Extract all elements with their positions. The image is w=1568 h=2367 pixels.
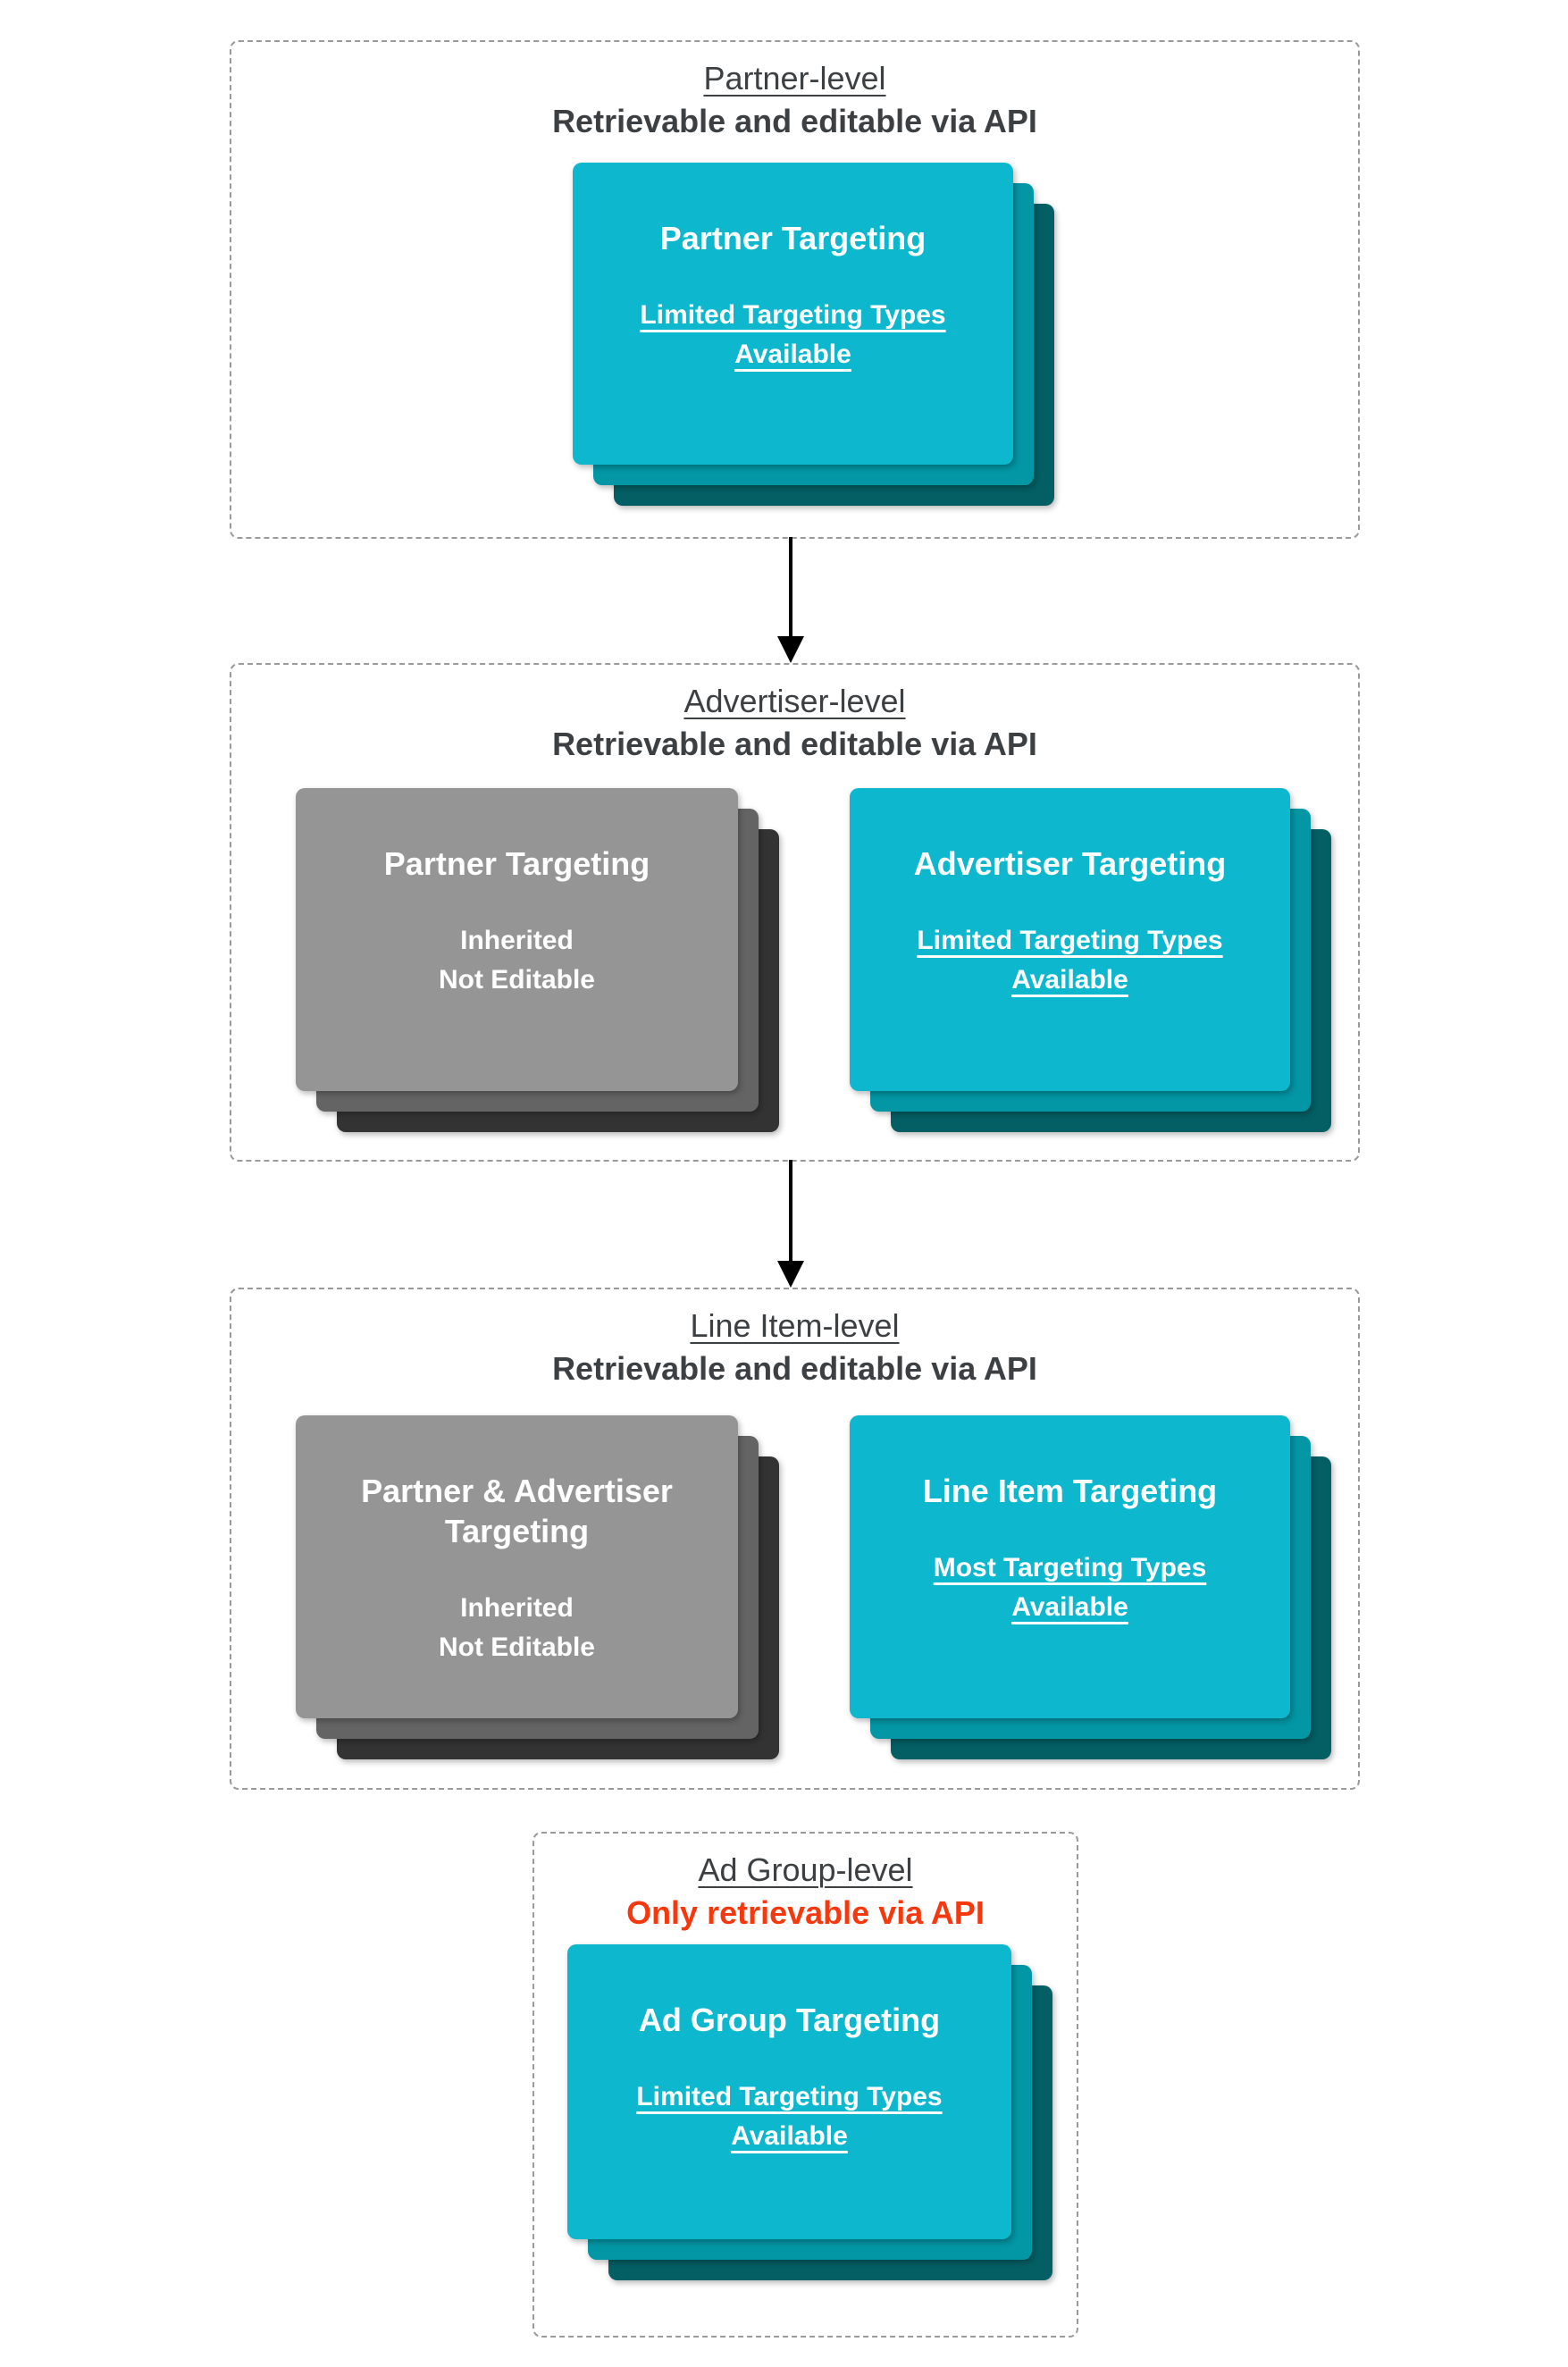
partner-targeting-card: Partner Targeting Limited Targeting Type… <box>573 163 1013 465</box>
card-title: Partner Targeting <box>383 845 650 882</box>
section-partner-level: Partner-level Retrievable and editable v… <box>230 40 1360 539</box>
inherited-partner-targeting-stack: Partner Targeting Inherited Not Editable <box>296 788 779 1132</box>
card-body-line: Inherited <box>460 926 574 955</box>
inherited-partner-advertiser-targeting-card: Partner & Advertiser Targeting Inherited… <box>296 1415 738 1718</box>
arrow-head-icon <box>777 1261 804 1288</box>
card-title: Partner Targeting <box>659 220 927 256</box>
card-title: Advertiser Targeting <box>913 845 1227 882</box>
card-body-line: Not Editable <box>438 964 595 995</box>
partner-targeting-stack: Partner Targeting Limited Targeting Type… <box>573 163 1054 506</box>
card-body: Limited Targeting Types Available <box>640 300 946 369</box>
card-title: Line Item Targeting <box>922 1473 1218 1509</box>
ad-group-targeting-stack: Ad Group Targeting Limited Targeting Typ… <box>567 1944 1052 2280</box>
flow-arrow-down-2 <box>777 1160 804 1288</box>
section-subtitle: Retrievable and editable via API <box>552 1350 1037 1387</box>
section-line-item-level: Line Item-level Retrievable and editable… <box>230 1288 1360 1790</box>
section-title: Partner-level <box>703 60 886 97</box>
advertiser-targeting-card: Advertiser Targeting Limited Targeting T… <box>850 788 1290 1091</box>
inherited-partner-advertiser-targeting-stack: Partner & Advertiser Targeting Inherited… <box>296 1415 779 1759</box>
section-subtitle: Only retrievable via API <box>626 1894 985 1931</box>
section-subtitle: Retrievable and editable via API <box>552 726 1037 762</box>
card-body: Most Targeting Types Available <box>933 1553 1207 1622</box>
line-item-targeting-card: Line Item Targeting Most Targeting Types… <box>850 1415 1290 1718</box>
section-ad-group-level: Ad Group-level Only retrievable via API … <box>532 1832 1078 2338</box>
ad-group-targeting-card: Ad Group Targeting Limited Targeting Typ… <box>567 1944 1011 2239</box>
section-title: Ad Group-level <box>698 1851 913 1888</box>
card-body-line: Not Editable <box>438 1632 595 1662</box>
card-title: Partner & Advertiser Targeting <box>361 1473 673 1549</box>
card-body: Limited Targeting Types Available <box>917 926 1223 995</box>
section-subtitle: Retrievable and editable via API <box>552 103 1037 139</box>
card-title: Ad Group Targeting <box>638 2002 941 2038</box>
line-item-targeting-stack: Line Item Targeting Most Targeting Types… <box>850 1415 1331 1759</box>
card-body: Limited Targeting Types Available <box>636 2082 943 2151</box>
card-body: Inherited Not Editable <box>439 1589 595 1666</box>
arrow-shaft <box>789 537 792 640</box>
arrow-shaft <box>789 1160 792 1264</box>
section-advertiser-level: Advertiser-level Retrievable and editabl… <box>230 663 1360 1162</box>
flow-arrow-down-1 <box>777 537 804 663</box>
section-title: Line Item-level <box>690 1307 900 1344</box>
card-body-line: Inherited <box>460 1593 574 1623</box>
arrow-head-icon <box>777 636 804 663</box>
card-body: Inherited Not Editable <box>439 921 595 999</box>
inherited-partner-targeting-card: Partner Targeting Inherited Not Editable <box>296 788 738 1091</box>
section-title: Advertiser-level <box>683 683 906 719</box>
advertiser-targeting-stack: Advertiser Targeting Limited Targeting T… <box>850 788 1331 1132</box>
